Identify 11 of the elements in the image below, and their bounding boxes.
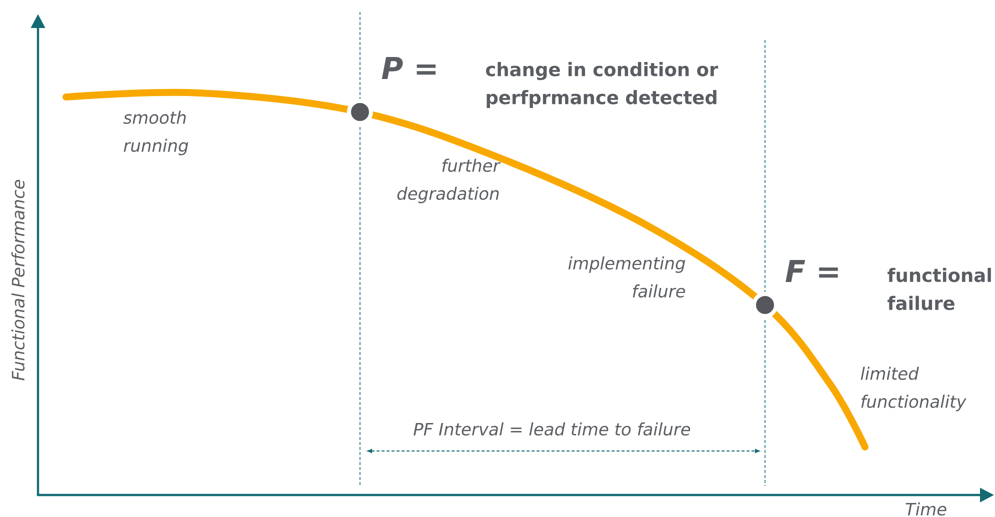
curve-phase-label: implementing failure bbox=[568, 256, 686, 298]
axis-label: Functional Performance bbox=[11, 180, 25, 380]
point-definition: functional failure bbox=[888, 268, 991, 310]
point-label: P = bbox=[382, 57, 436, 79]
curve-phase-label: limited functionality bbox=[860, 366, 966, 412]
interval-label: PF Interval = lead time to failure bbox=[414, 422, 690, 436]
point-label: F = bbox=[786, 260, 838, 282]
curve-phase-label: further degradation bbox=[397, 158, 501, 204]
curve-phase-label: smooth running bbox=[123, 110, 188, 156]
axis-label: Time bbox=[906, 502, 946, 516]
point-definition: change in condition or perfprmance detected bbox=[486, 62, 718, 108]
